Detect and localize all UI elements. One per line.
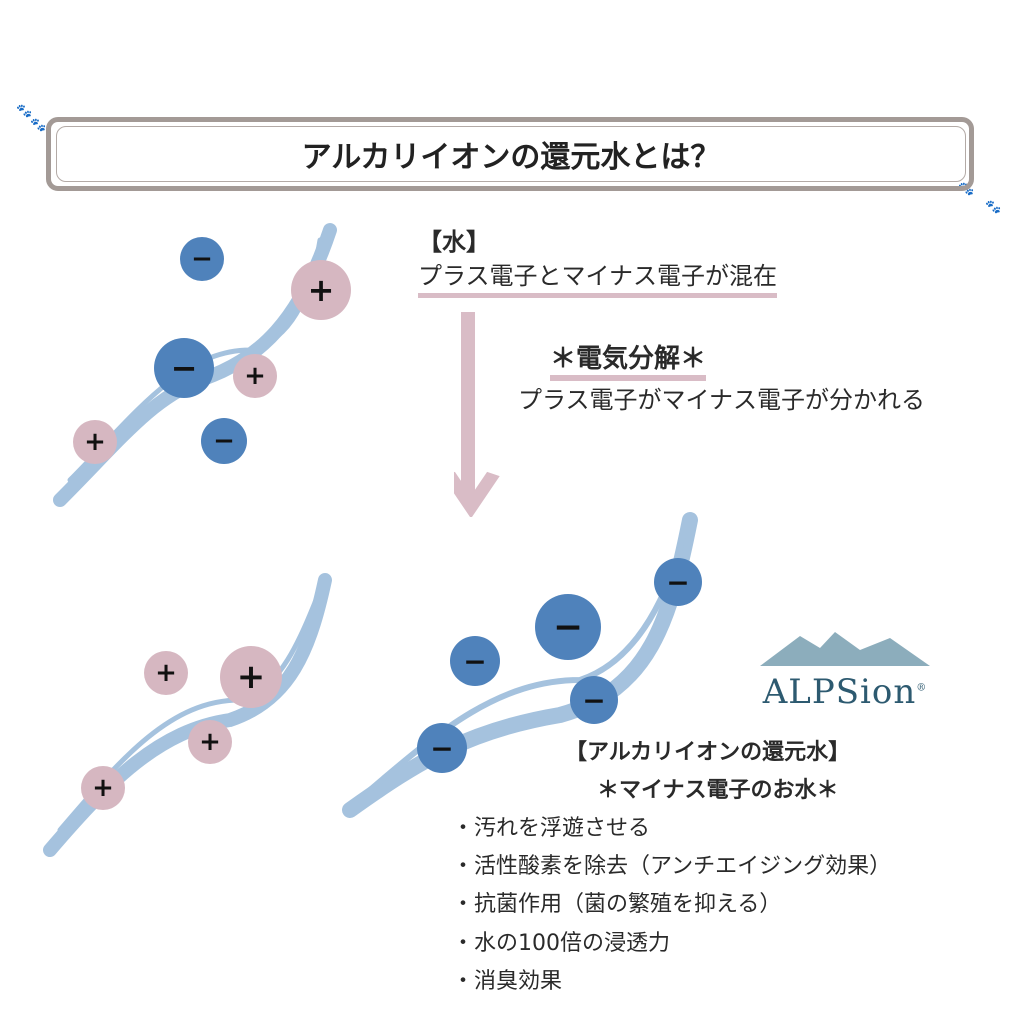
benefit-item: ・抗菌作用（菌の繁殖を抑える） [452, 892, 782, 917]
water-description: プラス電子とマイナス電子が混在 [418, 256, 778, 298]
down-arrow-icon [454, 312, 500, 517]
plus-ion: + [188, 720, 232, 764]
electrolysis-description: プラス電子がマイナス電子が分かれる [518, 386, 926, 414]
paw-print-icon: 🐾 [30, 118, 47, 133]
plus-ion: + [233, 354, 277, 398]
plus-ion: + [73, 420, 117, 464]
minus-ion: − [535, 594, 601, 660]
alpsion-logo: ALPSion® [750, 628, 940, 712]
minus-ion: − [154, 338, 214, 398]
minus-ion: − [570, 676, 618, 724]
plus-ion: + [220, 646, 282, 708]
plus-ion: + [291, 260, 351, 320]
minus-ion: − [654, 558, 702, 606]
plus-ion: + [144, 651, 188, 695]
paw-print-icon: 🐾 [985, 200, 1002, 215]
benefit-item: ・活性酸素を除去（アンチエイジング効果） [452, 854, 892, 879]
benefit-item: ・汚れを浮遊させる [452, 816, 651, 841]
minus-ion: − [180, 237, 224, 281]
water-heading: 【水】 [418, 228, 490, 256]
logo-text: ALPSion® [750, 672, 940, 712]
water-splash [43, 573, 332, 857]
title-frame [46, 117, 974, 191]
mountain-logo-icon [760, 632, 930, 666]
result-heading: 【アルカリイオンの還元水】 [565, 740, 851, 765]
result-subheading: ＊マイナス電子のお水＊ [597, 778, 839, 803]
paw-print-icon: 🐾 [16, 104, 33, 119]
registered-mark: ® [916, 682, 928, 694]
benefit-item: ・水の100倍の浸透力 [452, 931, 670, 956]
benefit-item: ・消臭効果 [452, 969, 563, 994]
page-title: アルカリイオンの還元水とは？ [56, 126, 966, 182]
logo-wordmark: ALPSion [762, 672, 917, 712]
minus-ion: − [450, 636, 500, 686]
minus-ion: − [201, 418, 247, 464]
electrolysis-heading: ＊電気分解＊ [550, 338, 707, 381]
minus-ion: − [417, 723, 467, 773]
plus-ion: + [81, 766, 125, 810]
